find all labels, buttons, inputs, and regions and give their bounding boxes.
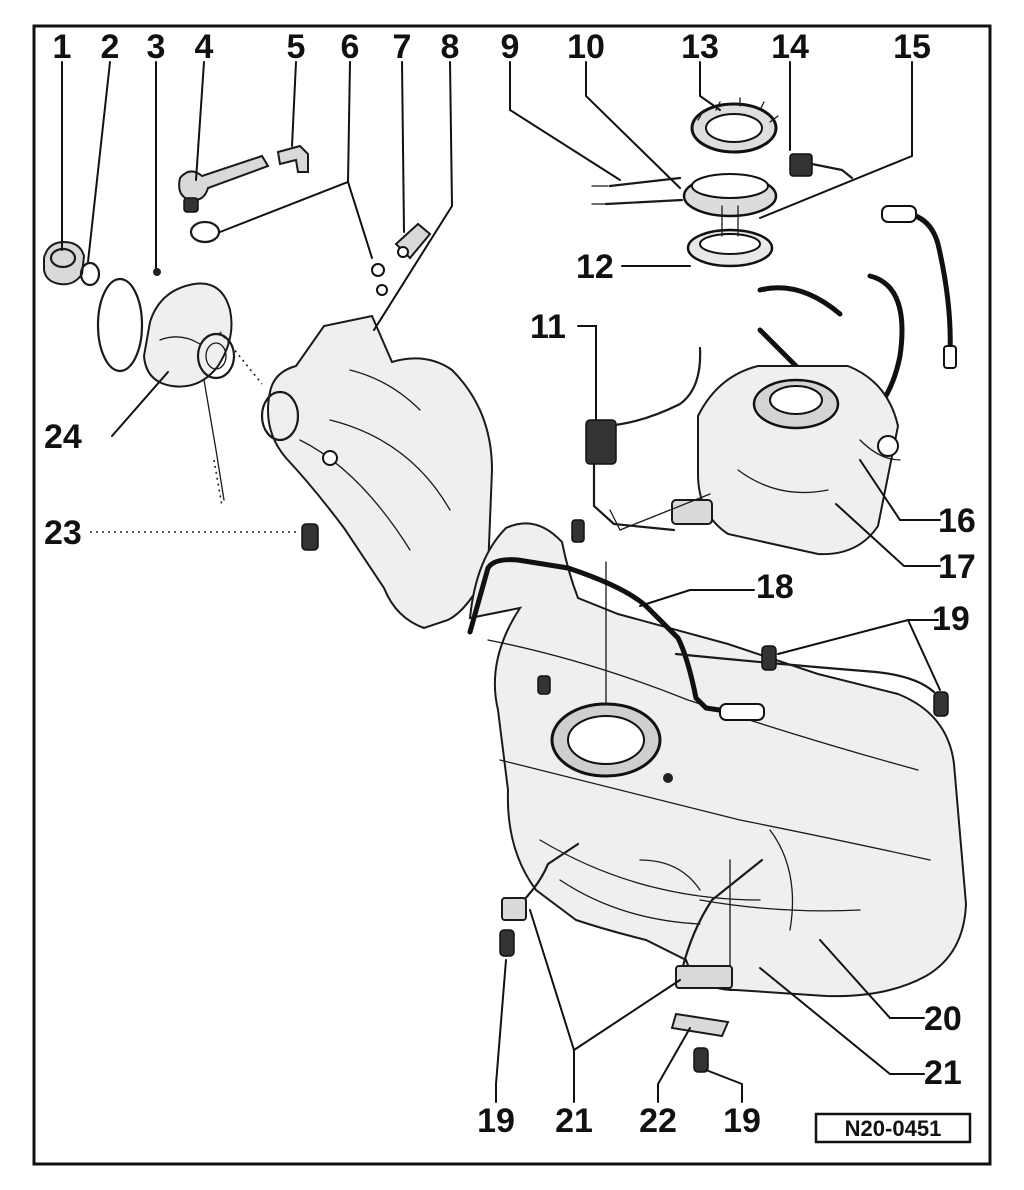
part-24-filler-housing (142, 282, 236, 501)
callout-15: 15 (893, 28, 931, 66)
figure-reference-text: N20-0451 (845, 1116, 942, 1141)
part-sender-flange (591, 173, 778, 218)
callout-10: 10 (567, 28, 605, 66)
callout-1: 1 (53, 28, 72, 66)
tank-straps (501, 842, 764, 1038)
bolt-19-bottom (693, 1047, 709, 1073)
callout-9: 9 (501, 28, 520, 66)
callout-14: 14 (771, 28, 809, 66)
callout-23: 23 (44, 514, 82, 552)
part-11-sensor-wiring (585, 346, 713, 532)
callout-2: 2 (101, 28, 120, 66)
callout-6: 6 (341, 28, 360, 66)
part-5-elbow (276, 144, 309, 173)
fuel-tank-body (468, 522, 968, 998)
leader-lines (61, 61, 941, 1103)
bolt-19-left (499, 929, 515, 957)
callout-7: 7 (393, 28, 412, 66)
callout-4: 4 (195, 28, 214, 66)
callout-3: 3 (147, 28, 166, 66)
part-16-fuel-pump-module (697, 365, 901, 556)
callout-19-bottom: 19 (723, 1102, 761, 1140)
part-1-cap (43, 240, 86, 286)
part-14-connector (789, 153, 854, 180)
callout-8: 8 (441, 28, 460, 66)
callout-12: 12 (576, 248, 614, 286)
bolt-top-tank (537, 519, 585, 695)
bolt-23 (301, 523, 319, 551)
callout-21-right: 21 (924, 1054, 962, 1092)
callout-20: 20 (924, 1000, 962, 1038)
callout-5: 5 (287, 28, 306, 66)
callout-19-right: 19 (932, 600, 970, 638)
callout-24: 24 (44, 418, 82, 456)
figure-reference: N20-0451 (814, 1112, 972, 1144)
part-2-seal-ring (79, 261, 144, 373)
callout-16: 16 (938, 502, 976, 540)
callout-13: 13 (681, 28, 719, 66)
vent-line (467, 557, 936, 721)
bolts (301, 519, 949, 1073)
callout-11: 11 (530, 308, 566, 346)
callout-18: 18 (756, 568, 794, 606)
callout-17: 17 (938, 548, 976, 586)
part-7-valve (394, 222, 432, 260)
callout-21-bottom: 21 (555, 1102, 593, 1140)
part-13-locking-ring (690, 97, 779, 154)
part-3-small-screw (153, 268, 161, 276)
callout-labels: 1 2 3 4 5 6 7 8 9 10 13 14 15 12 11 24 1… (44, 28, 976, 1140)
callout-19-left: 19 (477, 1102, 515, 1140)
callout-22: 22 (639, 1102, 677, 1140)
part-12-seal (686, 205, 774, 268)
bolt-19-right (761, 645, 949, 717)
part-4-hose-connector (178, 154, 270, 213)
